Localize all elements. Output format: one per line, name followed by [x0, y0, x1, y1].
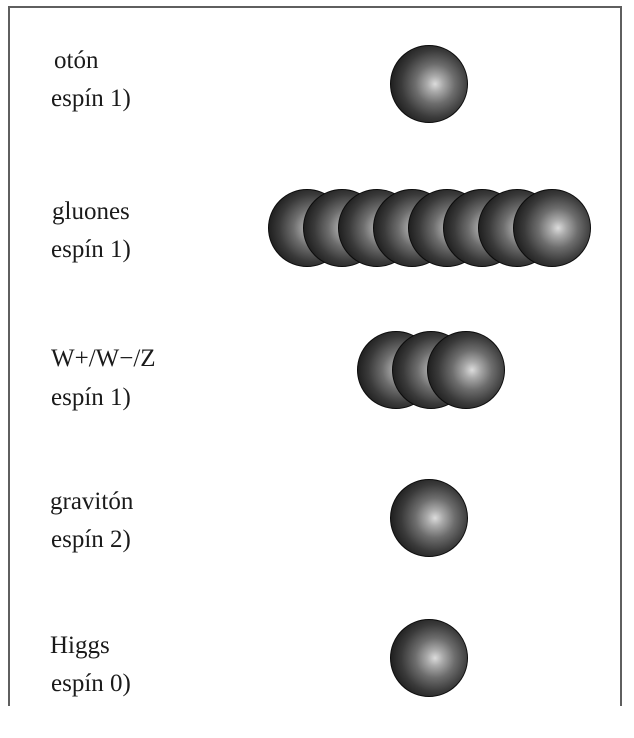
particle-name-gluones: gluones	[52, 198, 130, 225]
particle-spin-higgs: espín 0)	[51, 670, 131, 697]
diagram-frame	[8, 6, 622, 706]
particle-name-graviton: gravitón	[50, 488, 134, 515]
boson-sphere-icon	[390, 619, 468, 697]
boson-sphere-icon	[390, 45, 468, 123]
boson-sphere-icon	[427, 331, 505, 409]
particle-spin-graviton: espín 2)	[51, 526, 131, 553]
boson-sphere-icon	[513, 189, 591, 267]
particle-name-wz-text: W+/W−/Z	[51, 345, 156, 372]
particle-spin-wz: espín 1)	[51, 384, 131, 411]
particle-spin-gluones: espín 1)	[51, 236, 131, 263]
particle-name-wz: W+/W−/Z	[51, 342, 156, 376]
boson-sphere-icon	[390, 479, 468, 557]
particle-spin-foton: espín 1)	[51, 85, 131, 112]
particle-name-higgs: Higgs	[50, 632, 110, 659]
particle-name-foton: otón	[54, 47, 99, 74]
